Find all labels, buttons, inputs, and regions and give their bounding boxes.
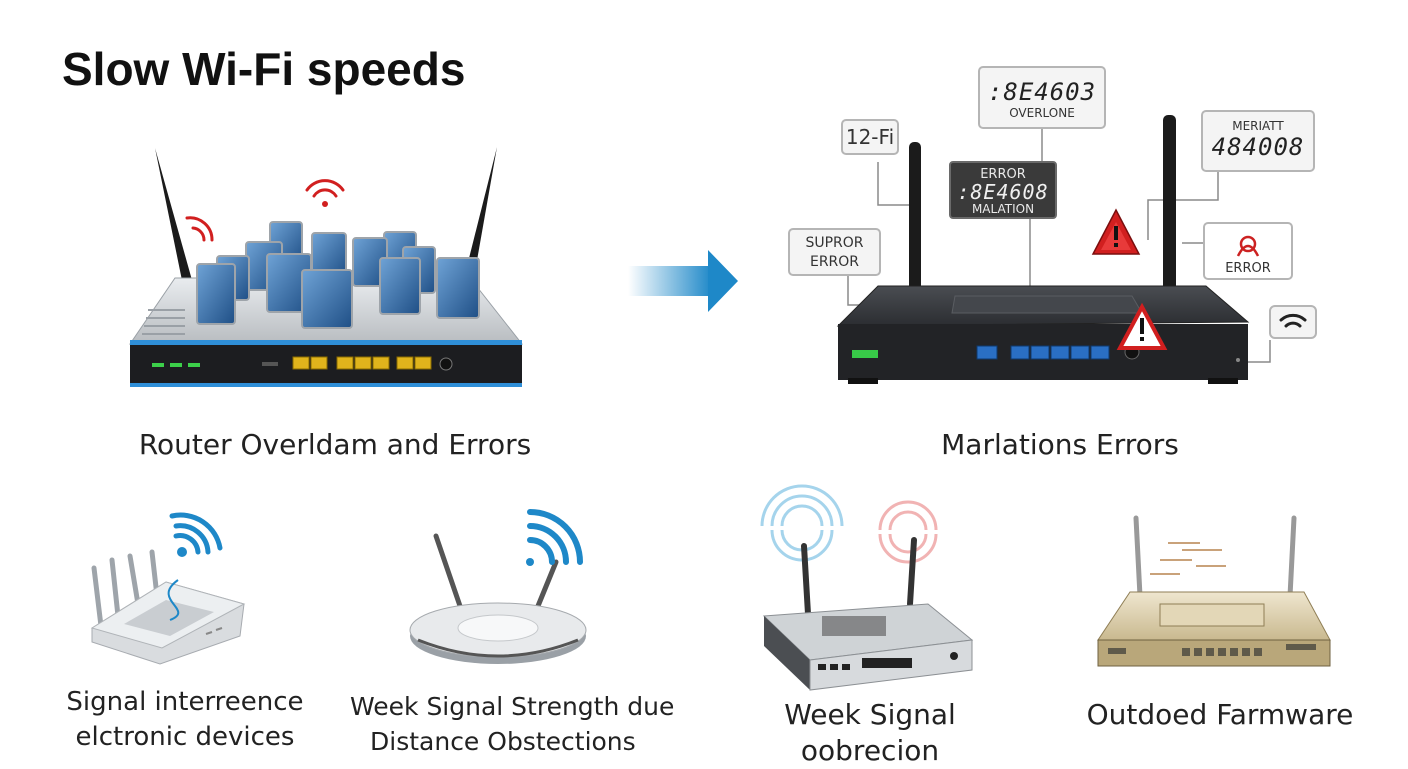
error-icon-callout: ERROR: [1203, 222, 1293, 280]
router-antenna-right: [1163, 115, 1176, 300]
caption-line: oobrecion: [800, 734, 940, 767]
code-top-sub: OVERLONE: [1009, 106, 1075, 120]
caption-line: Signal interreence: [66, 687, 304, 717]
red-signal-icon: [185, 216, 214, 242]
caption-weak-signal-obstruction: Week Signal oobrecion: [760, 697, 980, 769]
right-panel-code: 484008: [1211, 133, 1305, 161]
caption-outdated-firmware: Outdoed Farmware: [1086, 698, 1354, 731]
error-symbol-icon: [1236, 235, 1260, 257]
warning-icon: [1116, 302, 1168, 350]
router-antenna-left: [155, 148, 197, 300]
supror-error-label: SUPROR ERROR: [788, 228, 881, 276]
supror-line1: SUPROR: [805, 235, 864, 251]
page-title: Slow Wi-Fi speeds: [62, 43, 466, 95]
red-wifi-icon: [305, 179, 345, 198]
caption-malfunction-errors: Marlations Errors: [941, 428, 1179, 461]
caption-router-overload: Router Overldam and Errors: [138, 428, 532, 461]
caption-line: Week Signal: [784, 698, 956, 731]
error-icon-label: ERROR: [1225, 261, 1271, 276]
code-readout-top: :8E4603 OVERLONE: [978, 66, 1106, 129]
caption-signal-interference: Signal interreence elctronic devices: [40, 685, 330, 755]
transition-arrow: [628, 250, 738, 312]
warning-icon: [1091, 208, 1141, 255]
caption-line: elctronic devices: [75, 722, 295, 752]
wifi-tag-label: 12-Fi: [841, 119, 899, 155]
caption-line: Distance Obstections: [370, 727, 636, 756]
error-router-illustration: [836, 115, 1317, 384]
overloaded-router-illustration: [129, 147, 524, 387]
caption-weak-signal-distance: Week Signal Strength due Distance Obstec…: [350, 689, 675, 759]
error-panel: ERROR :8E4608 MALATION: [949, 161, 1057, 219]
caption-line: Week Signal Strength due: [350, 692, 675, 721]
right-panel-title: MERIATT: [1232, 119, 1284, 133]
right-code-panel: MERIATT 484008: [1201, 110, 1315, 172]
supror-line2: ERROR: [809, 254, 860, 270]
weak-signal-oval-router: [409, 509, 587, 664]
outdated-firmware-router: [1097, 515, 1331, 667]
wifi-icon: [1279, 313, 1307, 328]
code-top-value: :8E4603: [987, 78, 1097, 106]
error-panel-title: ERROR: [980, 167, 1026, 182]
router-antenna-left: [909, 142, 921, 300]
error-panel-sub: MALATION: [971, 202, 1035, 216]
weak-signal-flat-router: [760, 484, 974, 691]
tablet-devices: [196, 221, 480, 329]
error-panel-code: :8E4608: [957, 180, 1049, 204]
signal-interference-router: [90, 512, 246, 665]
